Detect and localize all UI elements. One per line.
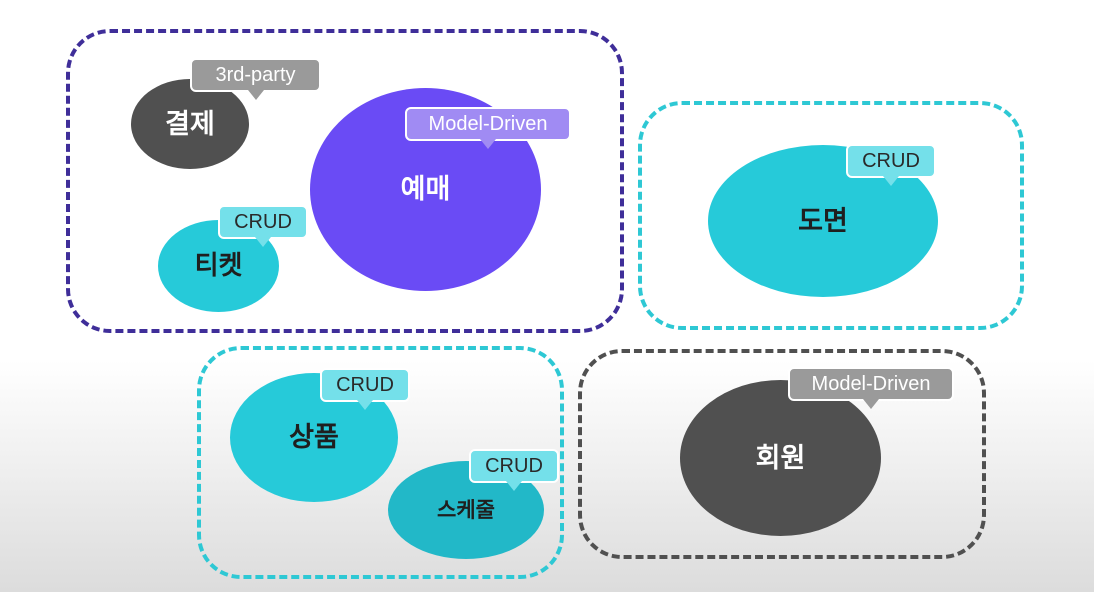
domain-reservation-label: 예매: [400, 174, 451, 205]
domain-payment-label: 결제: [165, 108, 215, 140]
group-seatmap-context: [638, 101, 1024, 330]
tag-crud-ticket: CRUD: [218, 205, 308, 247]
domain-product-label: 상품: [289, 422, 339, 453]
domain-member-label: 회원: [755, 442, 806, 474]
group-member-context: [578, 349, 986, 559]
group-product-context: [197, 346, 564, 579]
tag-crud-product: CRUD: [320, 368, 410, 410]
tag-model-driven-reservation: Model-Driven: [405, 107, 571, 149]
domain-schedule-label: 스케줄: [437, 497, 495, 522]
tag-third-party: 3rd-party: [190, 58, 321, 100]
domain-payment: 결제: [131, 79, 249, 169]
tag-model-driven-member: Model-Driven: [788, 367, 954, 409]
tag-crud-seat-map: CRUD: [846, 144, 936, 186]
group-booking-context: [66, 29, 624, 333]
domain-member: 회원: [680, 380, 881, 536]
domain-ticket-label: 티켓: [194, 251, 243, 281]
domain-seat-map-label: 도면: [798, 205, 848, 237]
tag-crud-schedule: CRUD: [469, 449, 559, 491]
